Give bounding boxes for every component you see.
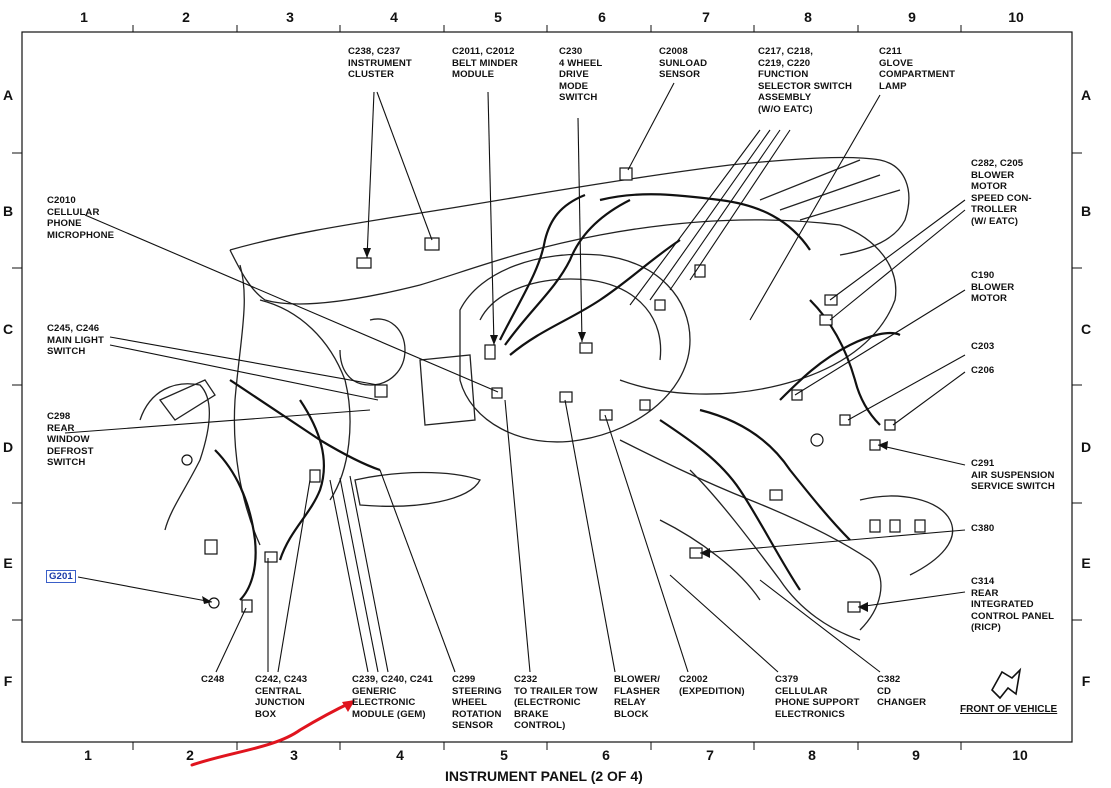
label-c380: C380 [971,523,995,534]
label-blower-flasher-relay: BLOWER/ FLASHER RELAY BLOCK [614,674,661,720]
grid-col-bottom: 6 [602,747,610,763]
grid-col-top: 2 [182,9,190,25]
label-c382-cd-changer: C382 CD CHANGER [877,674,927,708]
label-c206: C206 [971,365,995,376]
grid-col-top: 6 [598,9,606,25]
grid-col-bottom: 2 [186,747,194,763]
front-of-vehicle-arrow [991,667,1022,700]
red-annotation-arrow [190,700,354,767]
grid-row-left: F [3,673,13,689]
grid-col-top: 10 [1008,9,1024,25]
grid-col-bottom: 9 [912,747,920,763]
label-c242-junction-box: C242, C243 CENTRAL JUNCTION BOX [255,674,308,720]
grid-row-left: A [2,87,14,103]
grid-row-right: F [1081,673,1091,689]
label-c2008-sunload-sensor: C2008 SUNLOAD SENSOR [659,46,708,80]
label-c379-cell-support: C379 CELLULAR PHONE SUPPORT ELECTRONICS [775,674,860,720]
label-c232-trailer-tow: C232 TO TRAILER TOW (ELECTRONIC BRAKE CO… [514,674,598,731]
grid-row-left: C [2,321,14,337]
grid-row-left: B [2,203,14,219]
grid-col-bottom: 3 [290,747,298,763]
label-c2011-belt-minder: C2011, C2012 BELT MINDER MODULE [452,46,518,80]
label-c239-gem: C239, C240, C241 GENERIC ELECTRONIC MODU… [352,674,434,720]
label-c2010-cell-mic: C2010 CELLULAR PHONE MICROPHONE [47,195,115,241]
grid-row-right: E [1081,555,1091,571]
page-title: INSTRUMENT PANEL (2 OF 4) [445,768,643,784]
grid-col-top: 1 [80,9,88,25]
label-c203: C203 [971,341,995,352]
label-c314-ricp: C314 REAR INTEGRATED CONTROL PANEL (RICP… [971,576,1055,633]
label-c299-steering-sensor: C299 STEERING WHEEL ROTATION SENSOR [452,674,502,731]
grid-col-top: 7 [702,9,710,25]
grid-row-left: E [3,555,13,571]
grid-col-bottom: 5 [500,747,508,763]
label-c211-glove-lamp: C211 GLOVE COMPARTMENT LAMP [879,46,956,92]
label-c217-function-selector: C217, C218, C219, C220 FUNCTION SELECTOR… [758,46,853,115]
label-c2002-expedition: C2002 (EXPEDITION) [679,674,745,697]
label-c230-4wd-switch: C230 4 WHEEL DRIVE MODE SWITCH [559,46,603,103]
label-c190-blower-motor: C190 BLOWER MOTOR [971,270,1015,304]
label-c291-air-suspension: C291 AIR SUSPENSION SERVICE SWITCH [971,458,1055,492]
grid-col-bottom: 7 [706,747,714,763]
grid-row-right: A [1080,87,1092,103]
grid-col-top: 9 [908,9,916,25]
grid-col-bottom: 10 [1012,747,1028,763]
grid-row-right: C [1080,321,1092,337]
front-of-vehicle-label: FRONT OF VEHICLE [960,704,1058,715]
grid-col-bottom: 4 [396,747,404,763]
grid-col-top: 3 [286,9,294,25]
label-g201: G201 [46,570,76,583]
grid-col-top: 5 [494,9,502,25]
label-c298-defrost-switch: C298 REAR WINDOW DEFROST SWITCH [47,411,94,468]
label-c245-main-light-switch: C245, C246 MAIN LIGHT SWITCH [47,323,104,357]
label-c248: C248 [201,674,225,685]
label-c282-blower-controller: C282, C205 BLOWER MOTOR SPEED CON- TROLL… [971,158,1032,227]
grid-row-left: D [2,439,14,455]
grid-col-top: 4 [390,9,398,25]
grid-row-right: B [1080,203,1092,219]
grid-col-bottom: 1 [84,747,92,763]
label-c238-instrument-cluster: C238, C237 INSTRUMENT CLUSTER [348,46,412,80]
grid-col-bottom: 8 [808,747,816,763]
grid-row-right: D [1080,439,1092,455]
grid-col-top: 8 [804,9,812,25]
